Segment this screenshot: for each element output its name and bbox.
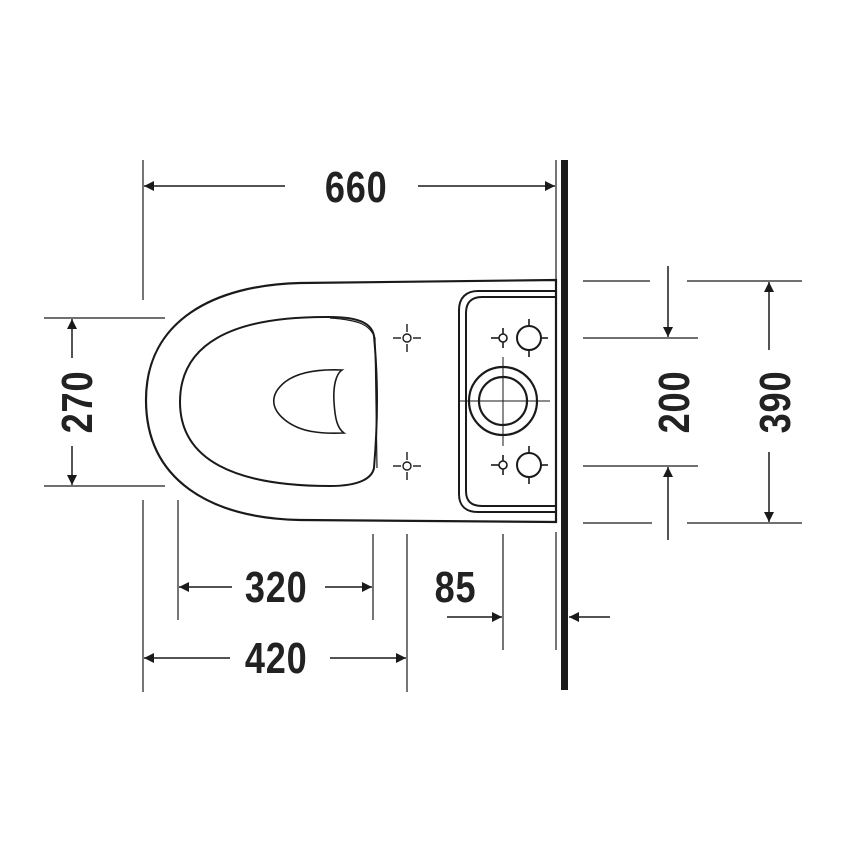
dim-bowl-width: 270: [53, 370, 103, 434]
dim-overall-length: 660: [324, 163, 388, 212]
dim-seat-length: 320: [244, 563, 308, 612]
bowl-opening: [272, 369, 347, 435]
rear-recess: [458, 290, 556, 513]
extension-lines: [44, 160, 802, 692]
seat-hinge-holes: [393, 324, 421, 480]
toilet-seat: [178, 315, 378, 488]
drain-outlet: [458, 357, 550, 446]
dimension-arrows: [67, 181, 774, 663]
fixing-holes: [491, 319, 548, 484]
dim-overall-width: 390: [751, 370, 801, 434]
dim-fixing-spacing: 200: [650, 370, 700, 434]
wall-line: [561, 160, 568, 690]
toilet-outline: [144, 278, 558, 524]
dim-bowl-to-fixing: 420: [244, 634, 308, 683]
dim-outlet-offset: 85: [434, 563, 477, 612]
